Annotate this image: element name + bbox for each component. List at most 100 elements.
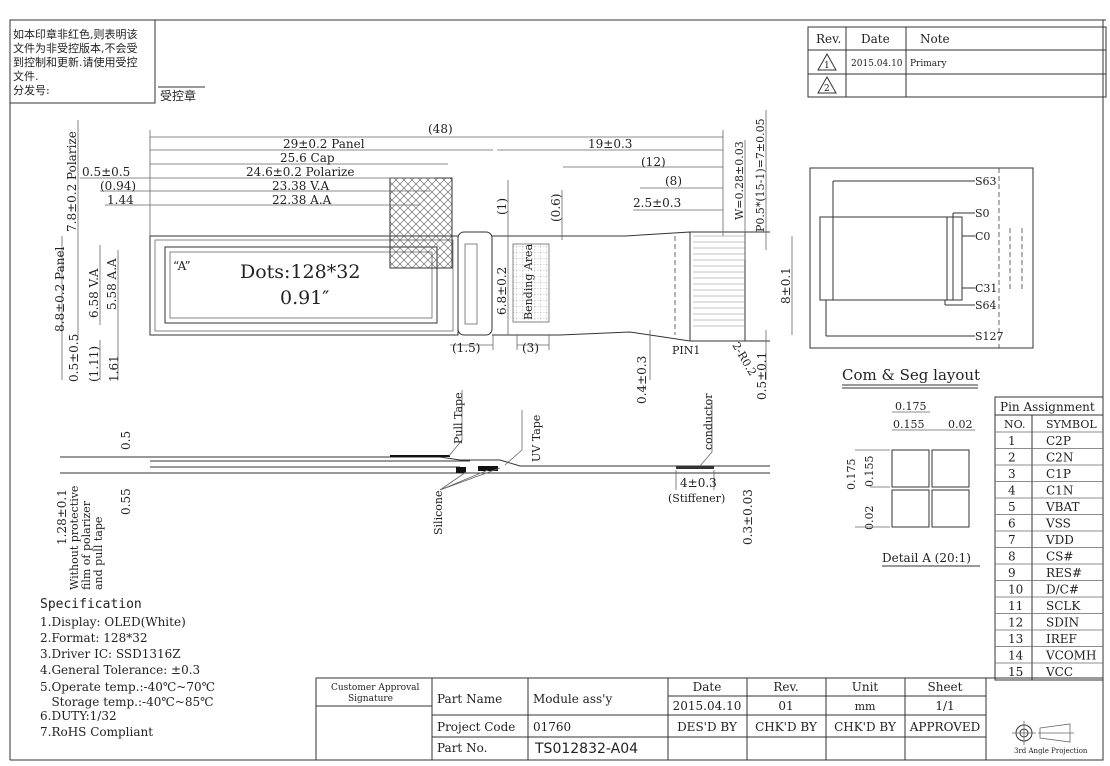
pin-number: 1 xyxy=(1008,434,1016,448)
detail-a-marker: “A” xyxy=(173,259,191,273)
dim-label: 0.02 xyxy=(863,506,876,531)
title-block: Customer Approval Signature Part Name Mo… xyxy=(315,677,1104,761)
dim-label: 25.6 Cap xyxy=(280,151,335,165)
dim-label: 4±0.3 xyxy=(680,476,717,490)
side-view: Pull Tape UV Tape conductor Silicone (St… xyxy=(55,390,770,590)
pin-symbol: VSS xyxy=(1045,517,1071,531)
sheet-header: Sheet xyxy=(928,680,963,694)
dim-label: 29±0.2 Panel xyxy=(283,137,365,151)
rev-header: Rev. xyxy=(773,680,798,694)
control-notice: 如本印章非红色,则表明该 文件为非受控版本,不会受 到控制和更新.请使用受控 文… xyxy=(9,19,205,104)
pin-symbol: C2N xyxy=(1046,451,1073,465)
spec-title: Specification xyxy=(40,597,142,612)
pin-symbol: C1P xyxy=(1046,467,1071,481)
dim-label: 1.61 xyxy=(107,355,121,382)
dim-label: 7.8±0.2 Polarize xyxy=(65,131,79,232)
pin-symbol: C1N xyxy=(1046,484,1073,498)
pin-number: 15 xyxy=(1008,665,1023,679)
seg-label: S127 xyxy=(975,330,1004,343)
spec-item: 6.DUTY:1/32 xyxy=(40,709,117,723)
dim-label: 0.55 xyxy=(119,488,133,515)
pin-symbol: VDD xyxy=(1045,533,1074,547)
uv-tape-label: UV Tape xyxy=(530,415,543,462)
project-code-value: 01760 xyxy=(533,720,571,734)
pin1-label: PIN1 xyxy=(672,344,700,357)
sheet-border xyxy=(9,19,1106,761)
seg-label: S64 xyxy=(975,299,997,312)
date-header: Date xyxy=(693,680,722,694)
pin-symbol: IREF xyxy=(1046,632,1077,646)
pin-number: 10 xyxy=(1008,583,1023,597)
checked-by-label: CHK'D BY xyxy=(834,720,897,734)
specification: Specification 1.Display: OLED(White) 2.F… xyxy=(40,597,215,739)
dim-label: 0.5±0.5 xyxy=(82,165,130,179)
revision-triangle-icon xyxy=(817,75,837,94)
side-note: and pull tape xyxy=(92,517,105,590)
com-seg-layout: S63 S0 C0 C31 S64 S127 Com & Seg layout xyxy=(809,167,1034,389)
pin-number: 8 xyxy=(1008,550,1016,564)
dim-label: 8±0.1 xyxy=(779,267,793,304)
customer-approval-label: Customer Approval xyxy=(331,683,420,693)
pin-symbol: RES# xyxy=(1046,566,1082,580)
pin-table-title: Pin Assignment xyxy=(1000,400,1095,414)
com-label: C0 xyxy=(975,230,990,243)
pin-number: 9 xyxy=(1008,566,1016,580)
customer-signature-label: Signature xyxy=(348,694,393,704)
pin-symbol: VBAT xyxy=(1045,500,1080,514)
rev-header: Rev. xyxy=(816,32,841,46)
pin-symbol: D/C# xyxy=(1046,583,1079,597)
notice-line: 文件. xyxy=(13,69,39,83)
notice-line: 分发号: xyxy=(13,83,50,97)
dim-label: 0.175 xyxy=(845,459,858,491)
pin-number: 5 xyxy=(1008,500,1016,514)
dim-label: 0.155 xyxy=(893,418,925,431)
spec-item: Storage temp.:-40℃~85℃ xyxy=(40,695,214,709)
com-seg-title: Com & Seg layout xyxy=(842,366,980,384)
display-size-label: 0.91″ xyxy=(280,287,329,309)
pin-number: 12 xyxy=(1008,616,1023,630)
notice-line: 文件为非受控版本,不会受 xyxy=(13,41,138,55)
projection-label: 3rd Angle Projection xyxy=(1014,747,1088,755)
dim-label: (0.94) xyxy=(100,179,136,193)
pin-symbol-header: SYMBOL xyxy=(1046,418,1097,431)
silicone-label: Silicone xyxy=(432,491,445,535)
pin-symbol: C2P xyxy=(1046,434,1071,448)
spec-item: 7.RoHS Compliant xyxy=(40,725,153,739)
dim-label: 0.5±0.5 xyxy=(67,334,81,382)
dim-label: 1.44 xyxy=(107,193,134,207)
bending-area-label: Bending Area xyxy=(522,243,535,320)
part-name-label: Part Name xyxy=(437,692,502,706)
detail-a: 0.175 0.155 0.02 0.175 0.155 0.02 Detail… xyxy=(845,400,980,567)
note-header: Note xyxy=(920,32,950,46)
dim-label: (1.11) xyxy=(87,346,101,382)
part-no-value: TS012832-A04 xyxy=(534,741,638,757)
pin-no-header: NO. xyxy=(1004,418,1026,431)
pin-number: 3 xyxy=(1008,467,1016,481)
dim-label: 19±0.3 xyxy=(588,137,632,151)
pin-symbol: VCC xyxy=(1045,665,1073,679)
dim-label: (1.5) xyxy=(452,341,480,355)
revision-table: Rev. Date Note 1 2015.04.10 Primary 2 xyxy=(807,26,1107,98)
rev-value: 01 xyxy=(778,699,793,713)
checked-by-label: CHK'D BY xyxy=(755,720,818,734)
date-value: 2015.04.10 xyxy=(673,699,742,713)
dim-label: P0.5*(15-1)=7±0.05 xyxy=(754,118,767,232)
detail-title: Detail A (20:1) xyxy=(882,551,971,565)
dim-label: 0.02 xyxy=(948,418,973,431)
part-name-value: Module ass'y xyxy=(533,692,612,706)
spec-item: 1.Display: OLED(White) xyxy=(40,615,186,629)
spec-item: 2.Format: 128*32 xyxy=(40,631,147,645)
project-code-label: Project Code xyxy=(437,720,515,734)
pin-number: 14 xyxy=(1008,649,1024,663)
dim-label: 23.38 V.A xyxy=(272,179,330,193)
dim-label: 0.175 xyxy=(895,400,927,413)
pin-number: 4 xyxy=(1008,484,1016,498)
dim-label: 6.58 V.A xyxy=(87,268,101,318)
rev-date: 2015.04.10 xyxy=(851,59,903,69)
approved-label: APPROVED xyxy=(909,720,981,734)
pin-number: 13 xyxy=(1008,632,1023,646)
dim-label: (48) xyxy=(428,122,453,136)
revision-triangle-icon xyxy=(817,52,837,71)
dim-label: (0.6) xyxy=(549,194,563,222)
